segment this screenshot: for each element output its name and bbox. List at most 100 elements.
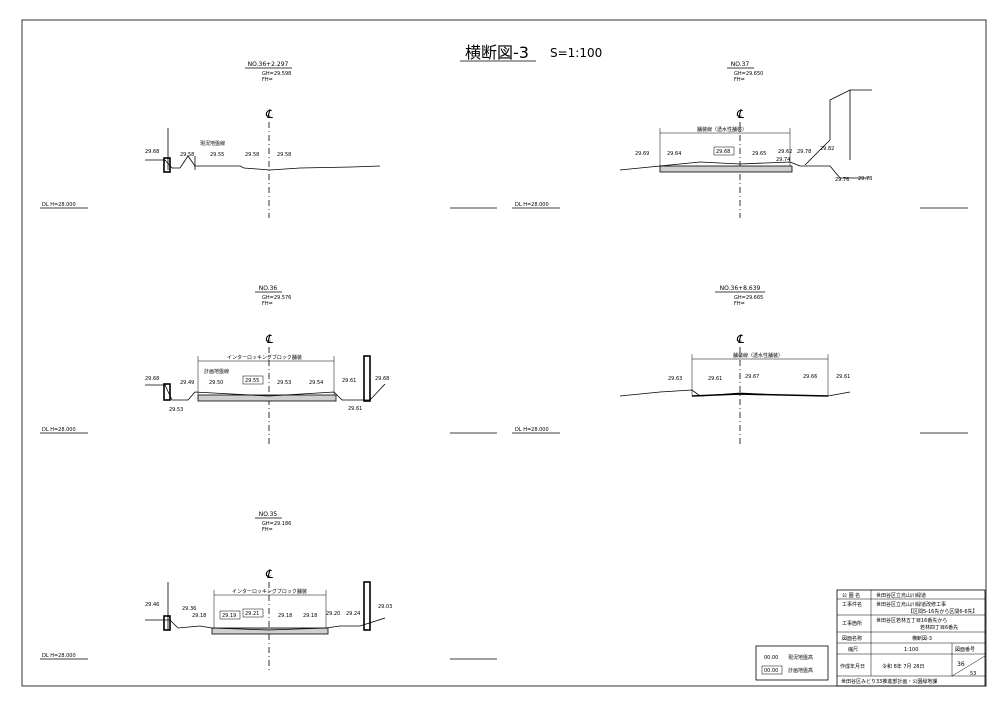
ground-line	[145, 383, 386, 401]
planned-level-box	[219, 610, 241, 620]
level-label: 29.58	[180, 152, 194, 158]
level-label: 29.76	[835, 177, 849, 183]
drawing-title: 横断図-3 S=1:100	[460, 43, 602, 62]
legend-planned-value: 00.00	[764, 668, 778, 674]
section-fh: FH=	[734, 301, 745, 307]
ground-line	[145, 617, 386, 631]
section-fh: FH=	[262, 301, 273, 307]
planned-level-box	[242, 608, 264, 618]
ground-line	[145, 155, 381, 171]
level-label: 29.61	[708, 376, 722, 382]
legend-planned-box	[761, 665, 783, 675]
fence-post	[363, 581, 371, 631]
datum-label: DL H=28.000	[42, 427, 76, 433]
level-label: 29.67	[745, 374, 759, 380]
legend-existing-value: 00.00	[764, 655, 778, 661]
pavement-layer	[211, 627, 329, 635]
datum-label: DL H=28.000	[515, 427, 549, 433]
pavement-layer	[197, 394, 337, 402]
section-no35: NO.35 GH=29.186 FH= ℄ インターロッキングブロック舗装 29…	[40, 511, 497, 672]
datum-label: DL H=28.000	[42, 202, 76, 208]
section-fh: FH=	[262, 77, 273, 83]
curb-block	[163, 157, 171, 173]
section-note: インターロッキングブロック舗装	[232, 588, 307, 595]
level-label: 29.58	[277, 152, 291, 158]
tb-label: 図面名称	[842, 635, 862, 642]
section-station-label: NO.35	[259, 511, 278, 518]
sheet-total: 53	[970, 671, 976, 677]
section-note: 舗装線（透水性舗装）	[697, 126, 747, 133]
curb-block	[163, 383, 171, 401]
section-gh: GH=29.598	[262, 71, 291, 77]
level-label: 29.18	[278, 613, 292, 619]
title-block-frame	[836, 589, 986, 687]
tb-label: 縮尺	[848, 646, 858, 653]
level-label: 29.46	[145, 602, 159, 608]
datum-label: DL H=28.000	[515, 202, 549, 208]
centerline-symbol: ℄	[265, 107, 273, 121]
level-label: 29.18	[192, 613, 206, 619]
tb-value: 若林四丁目6番先	[920, 624, 958, 631]
fence-post	[363, 355, 371, 402]
level-label: 29.55	[245, 378, 259, 384]
level-label: 29.63	[668, 376, 682, 382]
level-label: 29.54	[309, 380, 323, 386]
section-note: 舗装線（透水性舗装）	[733, 352, 783, 359]
tb-value: 【区間5-16先から区間6-6先】	[908, 608, 978, 615]
drawing-scale: S=1:100	[550, 46, 602, 60]
level-label: 29.49	[180, 380, 194, 386]
centerline-symbol: ℄	[265, 332, 273, 346]
section-station-label: NO.36+2.297	[248, 61, 289, 68]
sheet-number: 36	[957, 661, 965, 668]
level-label: 29.68	[145, 149, 159, 155]
section-no36: NO.36 GH=29.576 FH= ℄ インターロッキングブロック舗装 29…	[40, 285, 497, 445]
centerline-symbol: ℄	[736, 107, 744, 121]
ground-line	[619, 161, 870, 179]
level-label: 29.18	[303, 613, 317, 619]
level-label: 29.64	[667, 151, 681, 157]
section-station-label: NO.36+8.639	[720, 285, 761, 292]
level-label: 29.36	[182, 606, 196, 612]
datum-label: DL H=28.000	[42, 653, 76, 659]
sheet-border	[21, 19, 987, 687]
centerline-symbol: ℄	[736, 332, 744, 346]
sheet-number-slash	[951, 655, 986, 677]
level-label: 29.68	[716, 149, 730, 155]
level-label: 29.58	[245, 152, 259, 158]
section-note: 現況地盤線	[200, 140, 225, 147]
level-label: 29.03	[378, 604, 392, 610]
level-label: 29.68	[145, 376, 159, 382]
drawing-title-text: 横断図-3	[465, 43, 529, 62]
section-gh: GH=29.576	[262, 295, 291, 301]
pavement-layer	[659, 165, 793, 173]
tb-value: 世田谷区若林五丁目16番先から	[876, 617, 947, 624]
level-label: 29.69	[635, 151, 649, 157]
planned-level-box	[713, 146, 735, 156]
section-station-label: NO.37	[731, 61, 750, 68]
level-label: 29.78	[797, 149, 811, 155]
tb-value: 世田谷区立烏山川緑道改修工事	[876, 601, 946, 608]
level-label: 29.21	[245, 611, 259, 617]
tb-value: 1:100	[904, 647, 918, 653]
level-label: 29.20	[326, 611, 340, 617]
tb-value: 世田谷区立烏山川緑道	[876, 592, 926, 599]
title-block: 公 園 名 世田谷区立烏山川緑道 工事件名 世田谷区立烏山川緑道改修工事 【区間…	[836, 589, 986, 687]
centerline-symbol: ℄	[265, 567, 273, 581]
tb-label: 作成年月日	[840, 663, 865, 670]
level-label: 29.55	[210, 152, 224, 158]
planned-level-box	[242, 375, 264, 385]
section-station-label: NO.36	[259, 285, 278, 292]
level-label: 29.82	[820, 146, 834, 152]
tb-label: 工事箇所	[842, 620, 862, 627]
legend-frame	[755, 645, 829, 681]
legend-planned-label: 計画地盤高	[788, 667, 813, 674]
tb-value: 世田谷区みどり33推進部計画・公園緑地課	[841, 678, 937, 685]
section-no36p2297: NO.36+2.297 GH=29.598 FH= ℄ 29.68 29.58 …	[40, 61, 497, 218]
section-gh: GH=29.186	[262, 521, 291, 527]
level-label: 29.61	[348, 406, 362, 412]
legend-existing-label: 現況地盤高	[788, 654, 813, 661]
section-note: 計画地盤線	[204, 368, 229, 375]
tb-value: 横断図-3	[912, 635, 932, 642]
level-label: 29.68	[375, 376, 389, 382]
